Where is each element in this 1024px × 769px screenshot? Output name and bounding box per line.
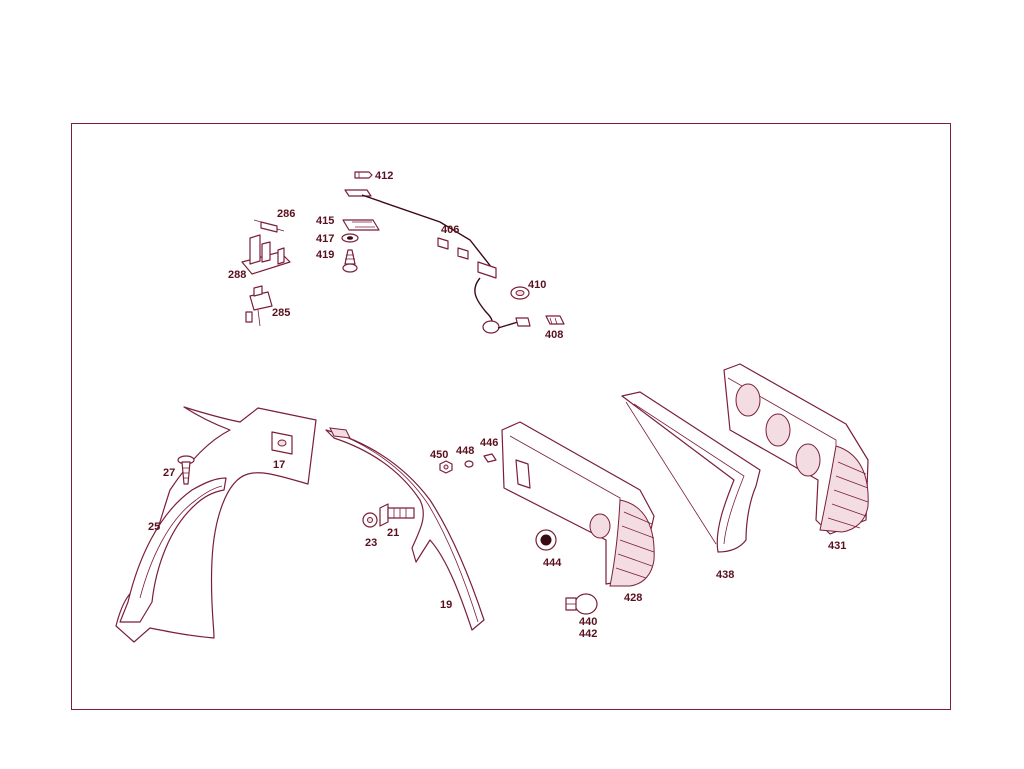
part-419-screw [342,249,358,273]
label-428: 428 [624,592,642,604]
label-408: 408 [545,329,563,341]
label-440: 440 [579,616,597,628]
label-448: 448 [456,445,474,457]
label-431: 431 [828,540,846,552]
part-406-harness [344,189,531,334]
part-286-fuse [253,219,285,233]
label-23: 23 [365,537,377,549]
label-288: 288 [228,269,246,281]
label-25: 25 [148,521,160,533]
part-288-relay-base [241,234,291,275]
part-438-gasket [621,391,761,553]
part-285-switch [245,285,273,327]
part-444-socket [535,529,557,551]
part-21-bolt [379,503,415,527]
label-438: 438 [716,569,734,581]
label-419: 419 [316,249,334,261]
part-408-connector [545,315,565,325]
label-285: 285 [272,307,290,319]
label-19: 19 [440,599,452,611]
part-412-bulb [354,171,373,179]
label-412: 412 [375,170,393,182]
label-21: 21 [387,527,399,539]
label-406: 406 [441,224,459,236]
part-448-washer [464,460,474,468]
label-417: 417 [316,233,334,245]
label-17: 17 [273,459,285,471]
part-440-442-bulb [565,593,598,615]
part-415-bracket [342,219,380,231]
part-431-lamp-unit [723,363,869,535]
label-442: 442 [579,628,597,640]
part-450-nut [439,460,453,474]
label-444: 444 [543,557,562,569]
part-27-screw [177,455,195,485]
diagram-frame [71,123,951,710]
label-415: 415 [316,215,334,227]
part-410-grommet [510,286,530,300]
part-23-washer [362,512,378,528]
label-450: 450 [430,449,448,461]
label-27: 27 [163,467,175,479]
part-417-washer [341,233,359,243]
part-19-seal-strip [325,427,485,631]
label-286: 286 [277,208,295,220]
part-428-lamp-housing [501,421,655,587]
label-446: 446 [480,437,498,449]
part-446-clip [483,453,497,463]
part-25-trim-strip [119,477,227,623]
label-410: 410 [528,279,546,291]
